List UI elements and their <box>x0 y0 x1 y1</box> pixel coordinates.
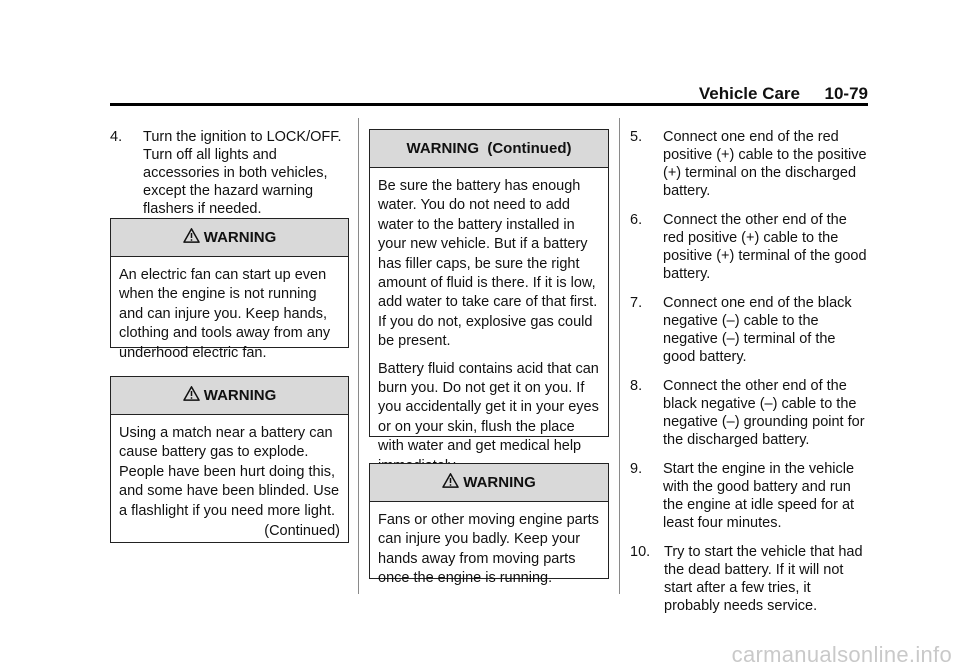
warning-box-continued: WARNING (Continued) Be sure the battery … <box>369 129 609 474</box>
warning-body: Fans or other moving engine parts can in… <box>370 502 608 603</box>
warning-box-fan: WARNING An electric fan can start up eve… <box>110 218 349 361</box>
step-number: 5. <box>630 129 643 145</box>
step-6: 6. Connect the other end of the red posi… <box>630 211 870 283</box>
step-text: Turn the ignition to LOCK/OFF. Turn off … <box>143 129 342 217</box>
column-divider-1 <box>358 118 359 594</box>
step-8: 8. Connect the other end of the black ne… <box>630 377 870 449</box>
step-number: 6. <box>630 212 643 228</box>
step-number: 4. <box>110 129 123 145</box>
step-9: 9. Start the engine in the vehicle with … <box>630 460 870 532</box>
warning-triangle-icon <box>183 386 200 401</box>
warning-text: Fans or other moving engine parts can in… <box>378 512 599 587</box>
warning-body: Be sure the battery has enough water. Yo… <box>370 168 608 490</box>
warning-header: WARNING (Continued) <box>370 130 608 168</box>
warning-title: WARNING <box>463 474 536 491</box>
step-text: Connect the other end of the black negat… <box>663 378 865 448</box>
step-5: 5. Connect one end of the red positive (… <box>630 128 870 200</box>
section-title: Vehicle Care <box>698 84 800 103</box>
step-7: 7. Connect one end of the black negative… <box>630 294 870 366</box>
warning-triangle-icon <box>442 473 459 488</box>
step-number: 10. <box>630 544 651 560</box>
warning-text: An electric fan can start up even when t… <box>119 267 331 361</box>
step-number: 9. <box>630 461 643 477</box>
warning-box-moving-parts: WARNING Fans or other moving engine part… <box>369 463 609 586</box>
page-number: 10-79 <box>824 84 868 103</box>
warning-title: WARNING <box>203 229 277 246</box>
warning-header: WARNING <box>111 377 348 415</box>
column-1: 4. Turn the ignition to LOCK/OFF. Turn o… <box>110 128 350 229</box>
step-number: 8. <box>630 378 643 394</box>
warning-paragraph-acid: Battery fluid contains acid that can bur… <box>378 360 599 474</box>
column-divider-2 <box>619 118 620 594</box>
warning-header: WARNING <box>111 219 348 257</box>
warning-body: An electric fan can start up even when t… <box>111 257 348 377</box>
warning-header: WARNING <box>370 464 608 502</box>
step-number: 7. <box>630 295 643 311</box>
continued-label: (Continued) <box>264 523 340 540</box>
warning-paragraph-water: Be sure the battery has enough water. Yo… <box>378 178 598 350</box>
warning-title: WARNING (Continued) <box>406 140 572 157</box>
step-text: Connect one end of the red positive (+) … <box>663 129 867 199</box>
watermark: carmanualsonline.info <box>731 642 952 667</box>
header-rule <box>110 103 868 106</box>
step-text: Connect one end of the black negative (–… <box>663 295 852 365</box>
step-10: 10. Try to start the vehicle that had th… <box>630 543 870 615</box>
warning-body: Using a match near a battery can cause b… <box>111 415 348 547</box>
step-4: 4. Turn the ignition to LOCK/OFF. Turn o… <box>110 128 350 218</box>
step-text: Try to start the vehicle that had the de… <box>664 544 863 614</box>
warning-title: WARNING <box>203 387 277 404</box>
warning-text: Using a match near a battery can cause b… <box>119 425 340 519</box>
step-text: Connect the other end of the red positiv… <box>663 212 867 282</box>
warning-triangle-icon <box>183 228 200 243</box>
warning-box-match: WARNING Using a match near a battery can… <box>110 376 349 543</box>
step-text: Start the engine in the vehicle with the… <box>663 461 855 531</box>
column-3: 5. Connect one end of the red positive (… <box>630 128 870 626</box>
